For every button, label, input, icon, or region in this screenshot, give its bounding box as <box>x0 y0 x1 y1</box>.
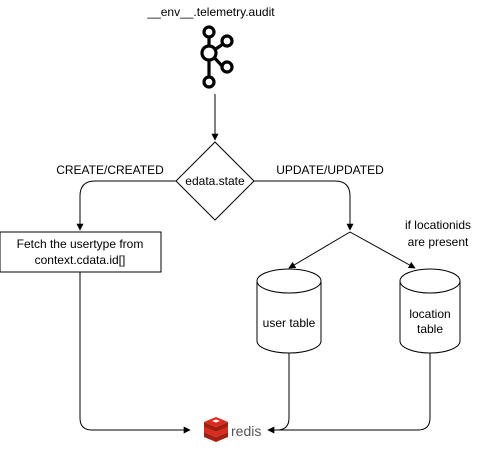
edge-location-table-to-redis <box>268 353 431 431</box>
location-table-line1: location <box>409 307 450 321</box>
location-table-cylinder <box>399 268 461 354</box>
edge-split-to-location-table <box>349 231 416 269</box>
fetch-box-line2: context.cdata.id[] <box>35 253 126 267</box>
left-branch-label: CREATE/CREATED <box>56 163 164 177</box>
redis-icon <box>204 417 228 442</box>
edge-decision-to-split <box>254 180 354 231</box>
edge-user-table-to-redis <box>267 353 290 434</box>
location-table-line2: table <box>417 322 443 336</box>
right-branch-label: UPDATE/UPDATED <box>276 163 384 177</box>
edge-fetch-to-redis <box>79 272 191 434</box>
fetch-usertype-box <box>0 231 162 273</box>
source-topic-label: __env__.telemetry.audit <box>146 5 275 19</box>
user-table-label: user table <box>263 316 316 330</box>
location-condition-line1: if locationids <box>405 218 471 232</box>
edge-split-to-user-table <box>288 231 351 269</box>
kafka-icon <box>200 25 234 89</box>
location-condition-line2: are present <box>408 235 469 249</box>
decision-label: edata.state <box>185 174 245 188</box>
redis-label: redis <box>231 423 261 439</box>
user-table-cylinder <box>256 268 322 354</box>
decision-diamond <box>175 141 255 221</box>
fetch-box-line1: Fetch the usertype from <box>17 237 144 251</box>
edge-decision-to-fetch <box>76 180 176 231</box>
